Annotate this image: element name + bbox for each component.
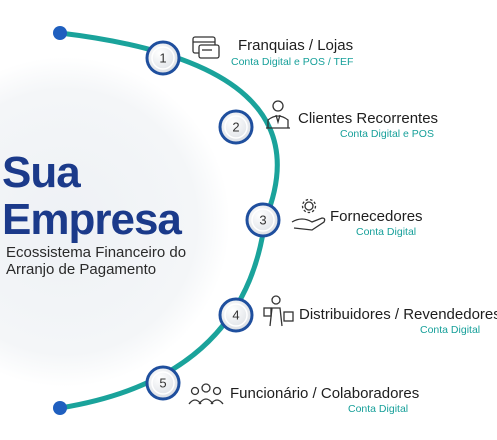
subtitle-line-1: Ecossistema Financeiro do bbox=[6, 244, 187, 261]
step-4-label: Distribuidores / Revendedores bbox=[299, 306, 497, 323]
step-2-label: Clientes Recorrentes bbox=[298, 110, 439, 127]
step-node-5: 5 bbox=[145, 365, 181, 401]
subtitle: Ecossistema Financeiro do Arranjo de Pag… bbox=[6, 244, 186, 278]
step-2-caption: Conta Digital e POS bbox=[340, 128, 434, 140]
step-node-4: 4 bbox=[218, 297, 254, 333]
background-halo bbox=[0, 57, 230, 387]
hand-gear-icon bbox=[291, 198, 326, 231]
step-3-label: Fornecedores bbox=[330, 208, 423, 225]
step-node-1: 1 bbox=[145, 40, 181, 76]
title-line-2: Empresa bbox=[2, 195, 182, 244]
title-line-1: Sua bbox=[2, 148, 81, 197]
step-1-label: Franquias / Lojas bbox=[238, 37, 354, 54]
step-number: 3 bbox=[259, 213, 266, 228]
step-1-caption: Conta Digital e POS / TEF bbox=[231, 56, 354, 68]
step-5-label: Funcionário / Colaboradores bbox=[230, 385, 420, 402]
step-node-3: 3 bbox=[245, 202, 281, 238]
step-3-caption: Conta Digital bbox=[356, 226, 417, 238]
card-payment-icon bbox=[192, 36, 220, 59]
step-5-caption: Conta Digital bbox=[348, 403, 409, 415]
step-4-caption: Conta Digital bbox=[420, 324, 481, 336]
step-node-2: 2 bbox=[218, 109, 254, 145]
step-number: 5 bbox=[159, 376, 166, 391]
team-icon bbox=[188, 383, 224, 405]
arc-start-dot bbox=[53, 26, 67, 40]
step-number: 1 bbox=[159, 51, 166, 66]
arc-end-dot bbox=[53, 401, 67, 415]
businessman-icon bbox=[266, 100, 290, 129]
step-number: 2 bbox=[232, 120, 239, 135]
step-number: 4 bbox=[232, 308, 239, 323]
delivery-person-icon bbox=[263, 295, 294, 327]
subtitle-line-2: Arranjo de Pagamento bbox=[6, 261, 157, 278]
